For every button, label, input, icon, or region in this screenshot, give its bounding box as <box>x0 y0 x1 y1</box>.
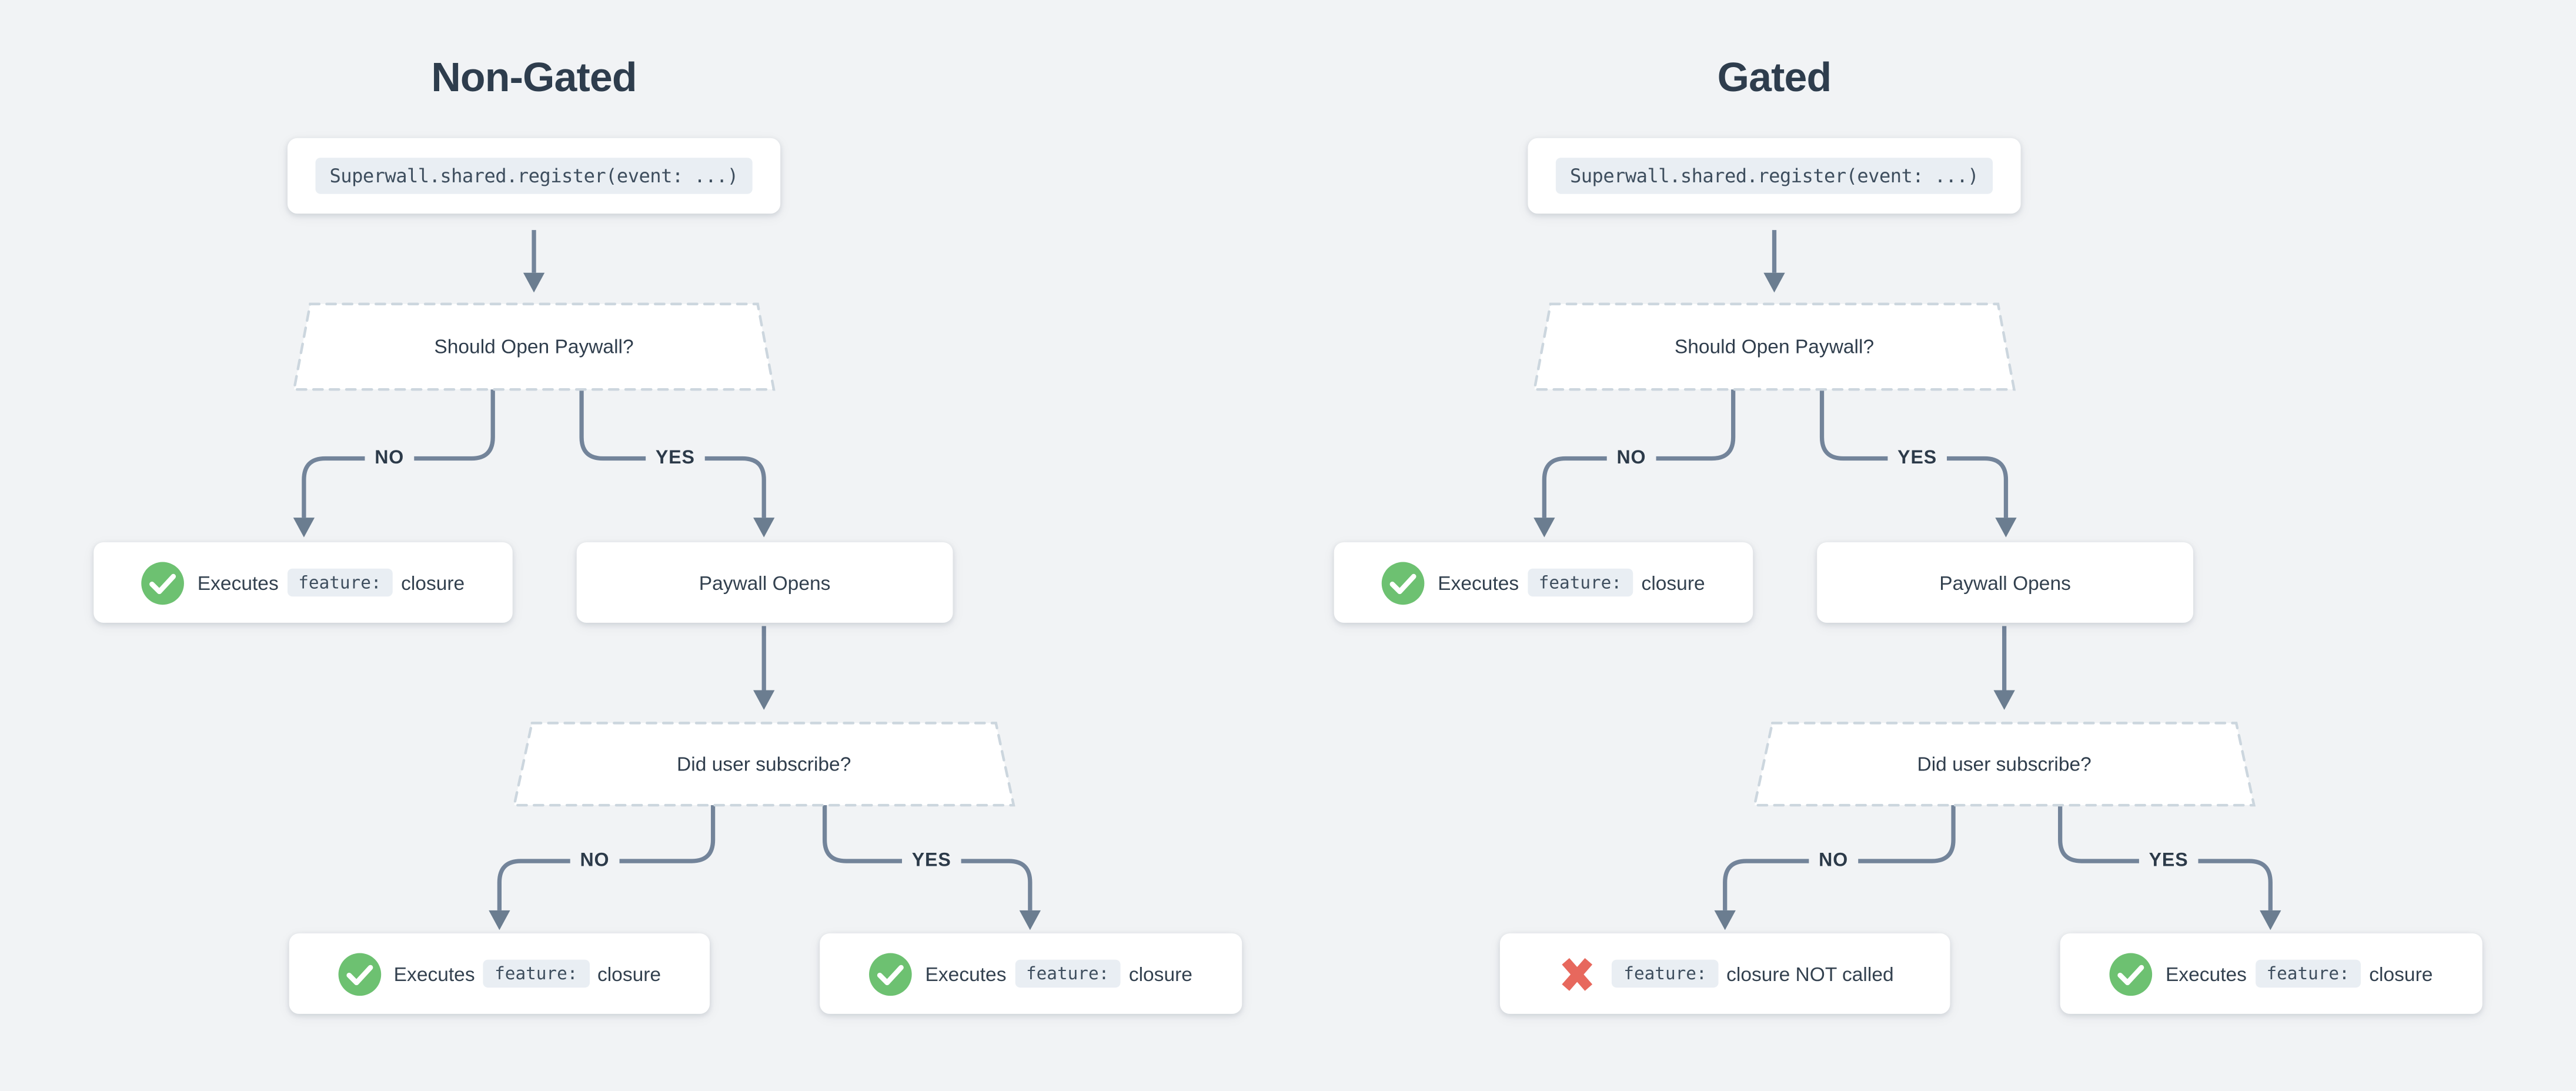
trapezoid-shape <box>1753 722 2256 807</box>
result-node-executes-feature: Executes feature: closure <box>1334 542 1753 623</box>
check-icon <box>338 952 381 995</box>
decision-did-user-subscribe: Did user subscribe? <box>1753 722 2256 807</box>
edge-label-no: NO <box>1606 446 1656 471</box>
decision-label: Should Open Paywall? <box>434 335 634 359</box>
result-text-pre: Executes <box>2166 962 2247 986</box>
decision-label: Did user subscribe? <box>1917 752 2091 776</box>
result-text-pre: Executes <box>393 962 475 986</box>
code-snippet: Superwall.shared.register(event: ...) <box>315 158 753 194</box>
edge-label-yes: YES <box>646 446 705 471</box>
cross-icon <box>1556 952 1599 995</box>
check-icon <box>1382 561 1425 604</box>
result-node-executes-feature: Executes feature: closure <box>289 933 710 1014</box>
trapezoid-shape <box>1532 302 2016 391</box>
paywall-opens-label: Paywall Opens <box>699 570 831 595</box>
paywall-opens-node: Paywall Opens <box>1817 542 2193 623</box>
code-snippet: Superwall.shared.register(event: ...) <box>1555 158 1994 194</box>
feature-chip: feature: <box>1014 959 1121 988</box>
decision-should-open-paywall: Should Open Paywall? <box>1532 302 2016 391</box>
decision-should-open-paywall: Should Open Paywall? <box>292 302 776 391</box>
result-node-executes-feature: Executes feature: closure <box>93 542 513 623</box>
edge-label-yes: YES <box>902 849 961 873</box>
paywall-opens-node: Paywall Opens <box>576 542 953 623</box>
flow-title-non-gated: Non-Gated <box>431 55 637 101</box>
edge-label-yes: YES <box>2139 849 2199 873</box>
edge-label-no: NO <box>570 849 620 873</box>
result-text-post: closure <box>401 570 465 595</box>
result-text-pre: Executes <box>197 570 279 595</box>
result-node-executes-feature: Executes feature: closure <box>820 933 1242 1014</box>
decision-label: Did user subscribe? <box>677 752 851 776</box>
register-code-node: Superwall.shared.register(event: ...) <box>287 138 781 214</box>
feature-chip: feature: <box>2254 959 2361 988</box>
decision-label: Should Open Paywall? <box>1674 335 1875 359</box>
decision-did-user-subscribe: Did user subscribe? <box>512 722 1015 807</box>
flow-title-gated: Gated <box>1717 55 1832 101</box>
check-icon <box>2110 952 2153 995</box>
check-icon <box>869 952 913 995</box>
feature-chip: feature: <box>286 568 393 597</box>
trapezoid-shape <box>512 722 1015 807</box>
result-text-post: closure <box>597 962 661 986</box>
trapezoid-shape <box>292 302 776 391</box>
edge-label-no: NO <box>1809 849 1858 873</box>
result-node-executes-feature: Executes feature: closure <box>2060 933 2483 1014</box>
result-text-pre: Executes <box>925 962 1007 986</box>
result-text-post: closure <box>2369 962 2433 986</box>
result-node-feature-not-called: feature: closure NOT called <box>1499 933 1950 1014</box>
feature-chip: feature: <box>1527 568 1633 597</box>
result-text-post: closure NOT called <box>1726 962 1894 986</box>
register-code-node: Superwall.shared.register(event: ...) <box>1528 138 2021 214</box>
feature-chip: feature: <box>1612 959 1719 988</box>
check-icon <box>141 561 185 604</box>
edge-label-no: NO <box>365 446 414 471</box>
result-text-post: closure <box>1641 570 1705 595</box>
result-text-pre: Executes <box>1438 570 1519 595</box>
paywall-opens-label: Paywall Opens <box>1939 570 2071 595</box>
result-text-post: closure <box>1128 962 1192 986</box>
feature-chip: feature: <box>483 959 589 988</box>
edge-label-yes: YES <box>1887 446 1947 471</box>
